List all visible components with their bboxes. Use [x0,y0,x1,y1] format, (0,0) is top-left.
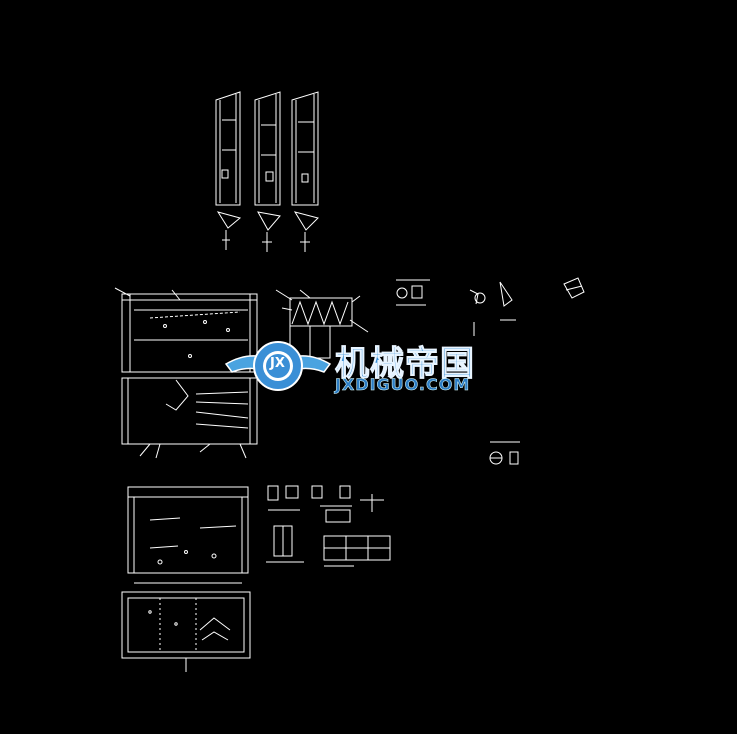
watermark-logo-graphic [224,341,332,391]
section-view-2 [254,91,281,252]
section-views-top [215,91,319,252]
truss-detail [275,289,369,359]
panel-elevation [127,486,249,584]
watermark-subtitle: JXDIGUO.COM [335,375,471,395]
roof-plan [121,591,251,672]
watermark-logo-text: JX [270,356,285,371]
node-details [266,485,391,567]
section-view-3 [291,91,319,252]
elevation-view [114,287,258,373]
plan-view [121,377,258,459]
watermark: JX 机械帝国 JXDIGUO.COM [222,332,522,402]
detail-views-right [396,277,585,465]
watermark-title: 机械帝国 [335,344,475,385]
section-view-1 [215,91,242,250]
